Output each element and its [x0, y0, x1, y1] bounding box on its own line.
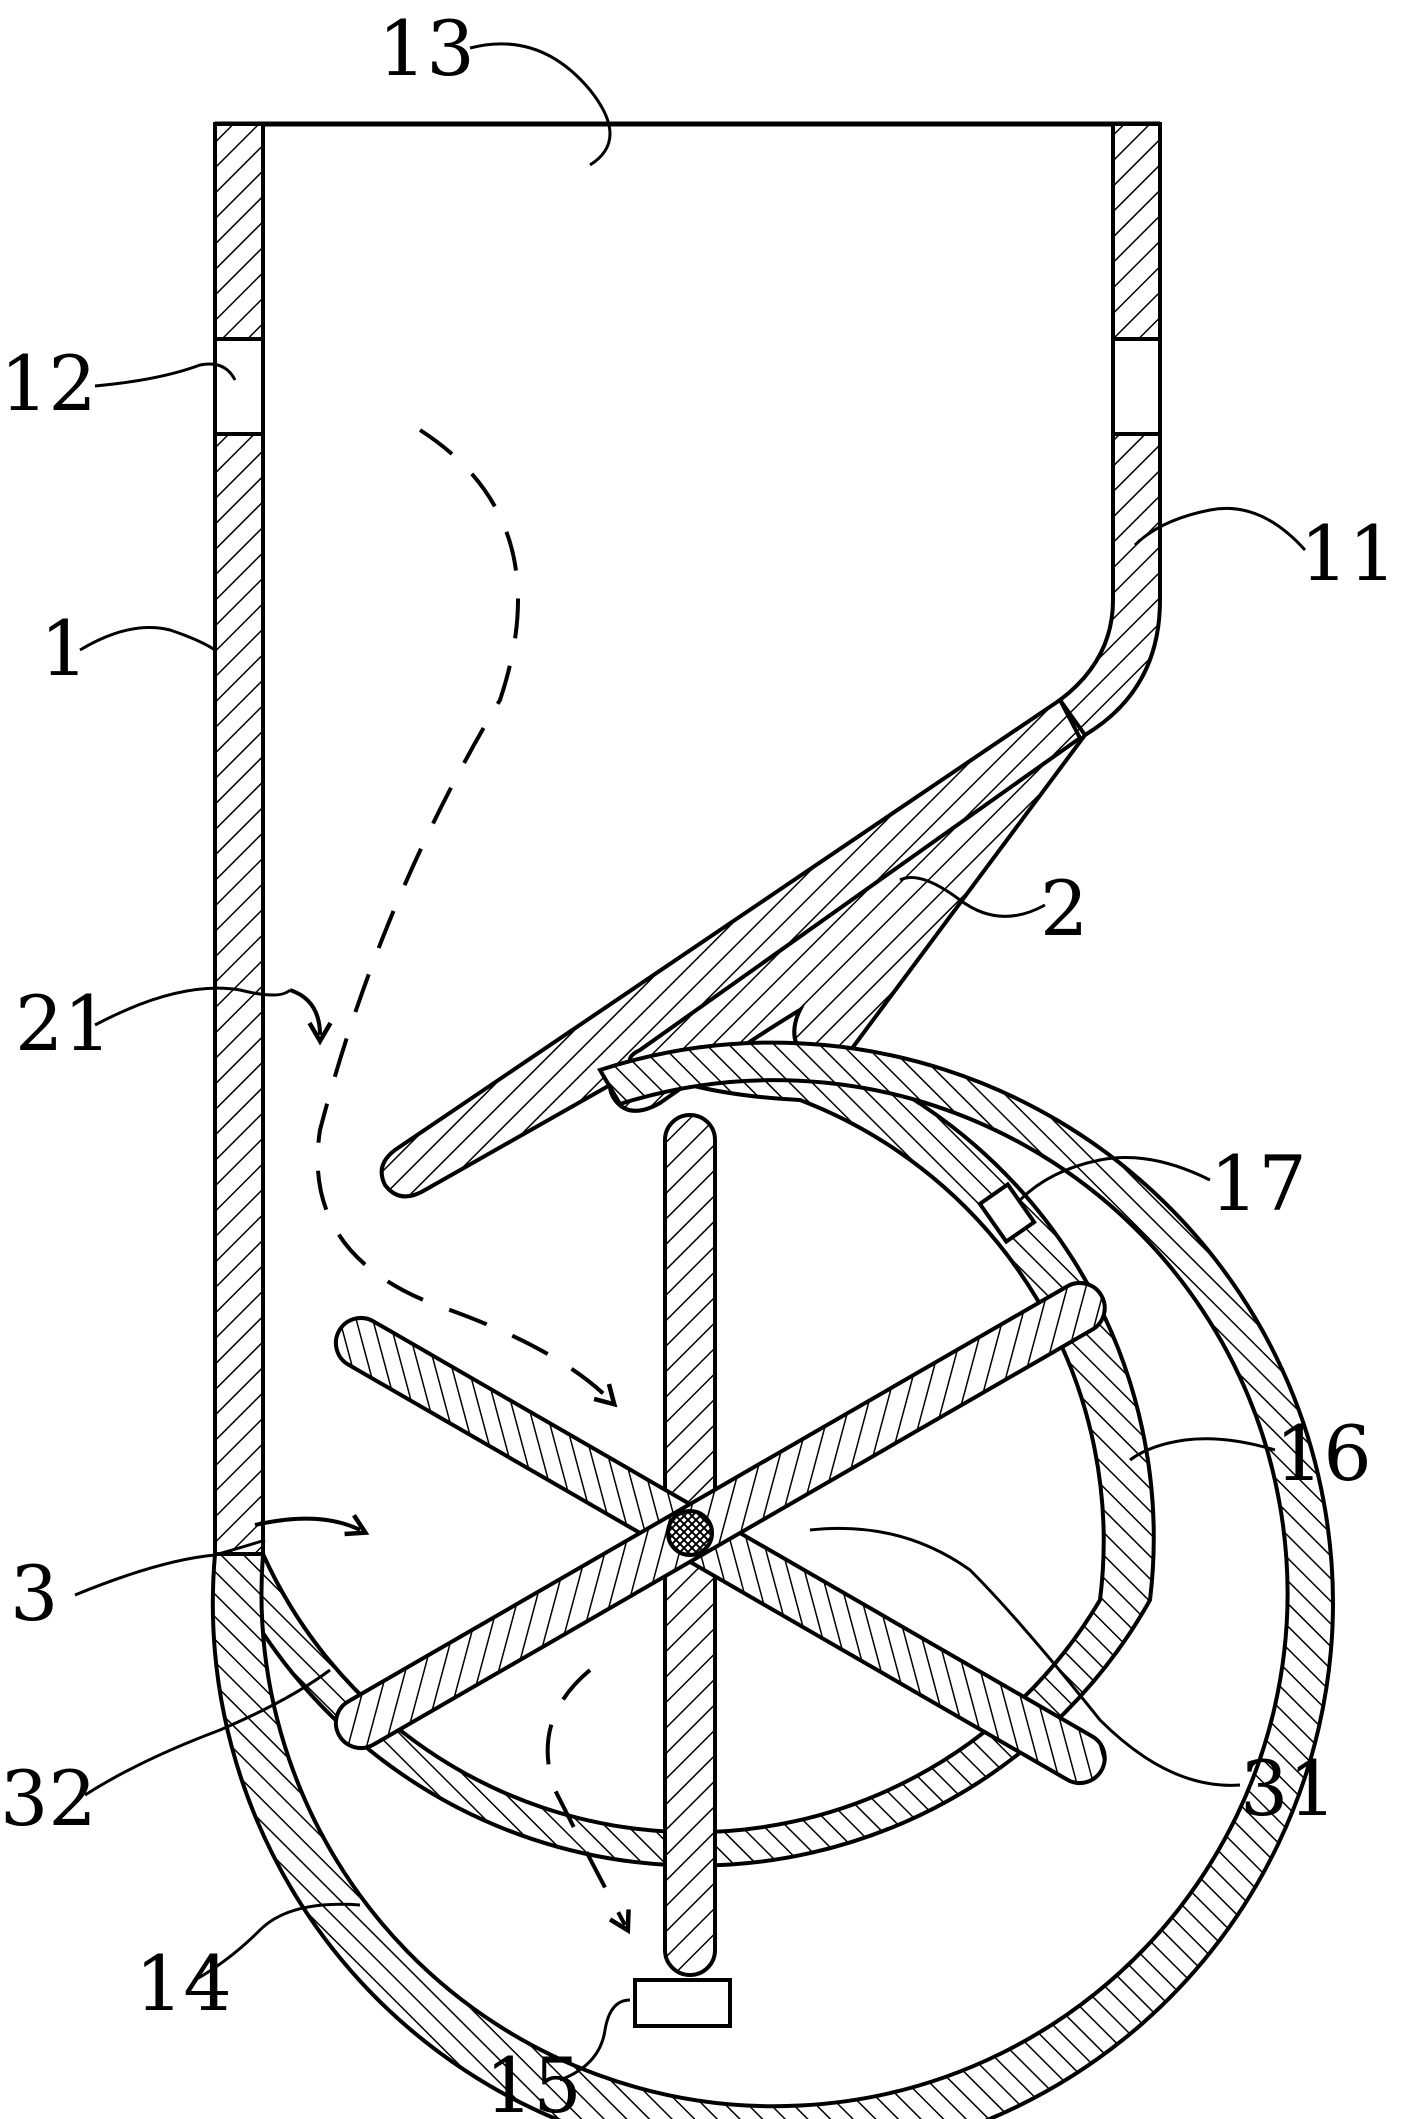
label-32: 32	[0, 1754, 97, 1843]
blade-diagonal-b	[333, 1281, 1107, 1750]
outlet	[633, 1978, 732, 2028]
leader-lines	[74, 42, 1307, 2082]
label-21: 21	[15, 979, 112, 1068]
left-housing-wall	[213, 122, 265, 1556]
label-15: 15	[485, 2041, 582, 2119]
shaft	[666, 1509, 714, 1557]
label-12: 12	[0, 339, 97, 428]
label-1: 1	[40, 604, 88, 693]
right-housing-wall	[1057, 122, 1162, 741]
chamber-ring	[210, 1040, 1335, 2119]
chamber-vent	[977, 1181, 1037, 1245]
inflow-arrows	[254, 988, 370, 1537]
label-14: 14	[135, 1939, 232, 2028]
label-31: 31	[1240, 1744, 1337, 1833]
label-17: 17	[1210, 1139, 1307, 1228]
impeller	[333, 1113, 1107, 1977]
label-16: 16	[1275, 1409, 1372, 1498]
flow-arrows	[315, 428, 631, 1935]
baffle-band	[379, 697, 1083, 1199]
label-11: 11	[1300, 509, 1397, 598]
label-13: 13	[378, 4, 475, 93]
label-2: 2	[1040, 864, 1088, 953]
label-3: 3	[10, 1549, 58, 1638]
